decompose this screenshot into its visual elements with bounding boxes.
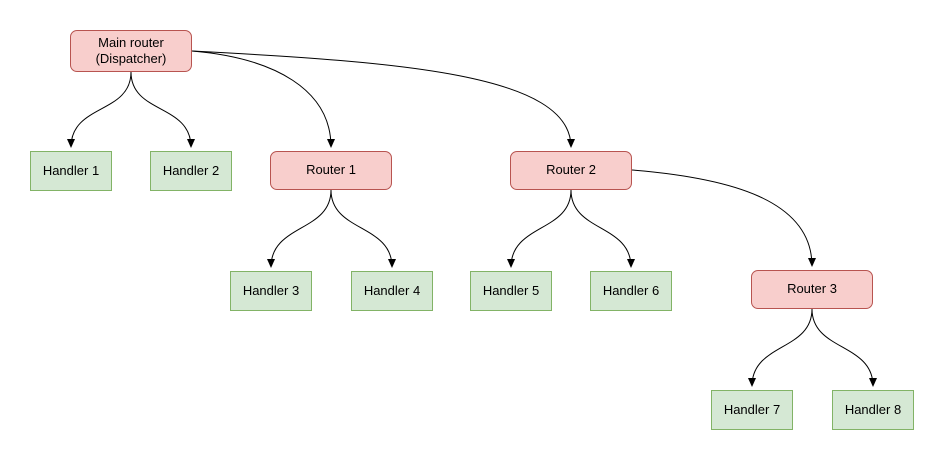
node-handler-6: Handler 6	[590, 271, 672, 311]
node-handler-1: Handler 1	[30, 151, 112, 191]
node-handler-3: Handler 3	[230, 271, 312, 311]
node-handler-2: Handler 2	[150, 151, 232, 191]
edge-router-2-to-router-3	[631, 169, 816, 267]
node-main-router: Main router (Dispatcher)	[70, 30, 192, 72]
node-router-1: Router 1	[270, 151, 392, 190]
edge-main-router-to-handler-1	[67, 71, 132, 148]
edge-main-router-to-handler-2	[130, 71, 195, 148]
edge-main-router-to-router-1	[191, 50, 335, 148]
edge-router-1-to-handler-3	[267, 189, 332, 268]
node-handler-7: Handler 7	[711, 390, 793, 430]
node-handler-5: Handler 5	[470, 271, 552, 311]
edge-router-3-to-handler-8	[811, 308, 877, 387]
node-handler-4: Handler 4	[351, 271, 433, 311]
edge-router-1-to-handler-4	[330, 189, 396, 268]
edge-router-2-to-handler-5	[507, 189, 572, 268]
node-router-3: Router 3	[751, 270, 873, 309]
edge-main-router-to-router-2	[191, 50, 575, 148]
edge-router-3-to-handler-7	[748, 308, 813, 387]
node-router-2: Router 2	[510, 151, 632, 190]
edge-router-2-to-handler-6	[570, 189, 635, 268]
node-handler-8: Handler 8	[832, 390, 914, 430]
